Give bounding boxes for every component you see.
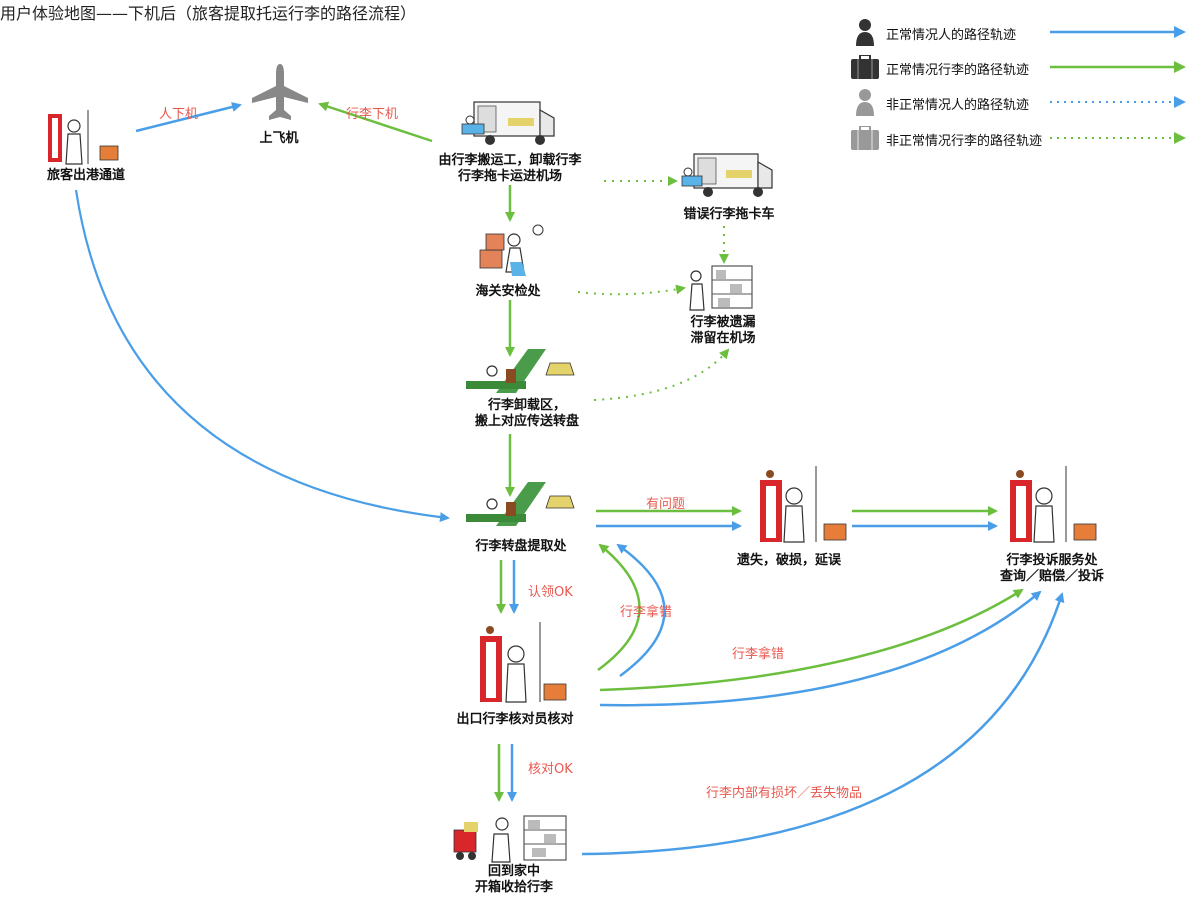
edge-label-person-off: 人下机 [159,107,199,122]
unload-area-illustration [466,349,575,393]
exit-passage-illustration [48,110,119,165]
person-icon [856,19,874,46]
node-exit-passage: 旅客出港通道 [46,168,126,183]
shelf-illustration [689,265,753,311]
node-unload-area: 行李卸载区， 搬上对应传送转盘 [475,398,579,430]
edge-person-off [135,102,242,133]
legend-label: 正常情况人的路径轨迹 [886,28,1017,43]
node-check: 出口行李核对员核对 [456,712,574,727]
node-complaint-line2: 查询／赔偿／投诉 [999,569,1105,584]
plane-icon [252,64,308,120]
node-wrong-truck: 错误行李拖卡车 [683,207,775,222]
legend-label: 非正常情况行李的路径轨迹 [886,134,1043,149]
edge-customs-to-left [577,284,686,296]
check-desk-illustration [480,622,567,703]
legend-item-person-normal: 正常情况人的路径轨迹 [848,18,1188,46]
edge-passage-to-carousel [74,189,450,523]
solid-green-arrow-icon [1050,61,1186,73]
node-home-line2: 开箱收拾行李 [474,880,554,895]
node-left-line1: 行李被遗漏 [690,315,756,330]
edge-check-to-complaint-green [599,588,1024,692]
edge-label-damage: 行李内部有损坏／丢失物品 [706,786,863,801]
legend-label: 正常情况行李的路径轨迹 [886,63,1030,78]
node-unload-area-line1: 行李卸载区， [487,398,567,413]
edge-home-to-complaint [581,592,1065,856]
node-left-line2: 滞留在机场 [690,331,756,346]
edge-luggage-off [318,101,433,143]
node-left-behind: 行李被遗漏 滞留在机场 [690,315,755,347]
node-home-line1: 回到家中 [487,864,541,879]
luggage-icon-gray [851,126,879,150]
edge-label-luggage-off: 行李下机 [346,107,399,122]
node-carousel: 行李转盘提取处 [475,539,567,554]
carousel-illustration [466,482,575,526]
legend-item-luggage-abnormal: 非正常情况行李的路径轨迹 [848,124,1188,152]
dotted-blue-arrow-icon [1050,96,1186,108]
dotted-green-arrow-icon [1050,132,1186,144]
edge-check-to-carousel-green [597,543,641,672]
lost-desk-illustration [760,466,847,543]
legend-item-person-abnormal: 非正常情况人的路径轨迹 [848,88,1188,116]
node-complaint: 行李投诉服务处 查询／赔偿／投诉 [1000,553,1104,585]
node-lost: 遗失，破损，延误 [736,553,842,568]
luggage-icon [851,55,879,79]
customs-illustration [479,224,544,276]
node-home: 回到家中 开箱收拾行李 [475,864,553,896]
page-title: 用户体验地图——下机后（旅客提取托运行李的路径流程） [0,4,417,23]
edge-label-check-ok: 核对OK [528,762,573,777]
edge-area-to-left [593,348,730,401]
edge-check-to-carousel-blue [616,543,666,678]
solid-blue-arrow-icon [1050,26,1186,38]
baggage-truck-illustration [461,101,555,145]
node-customs: 海关安检处 [475,284,541,299]
node-unload-line1: 由行李搬运工，卸载行李 [438,153,582,168]
edge-label-claim-ok: 认领OK [528,585,573,600]
node-plane: 上飞机 [259,131,299,146]
home-illustration [453,815,567,863]
node-complaint-line1: 行李投诉服务处 [1006,553,1098,568]
edge-label-problem: 有问题 [646,497,686,512]
node-unload: 由行李搬运工，卸载行李 行李拖卡运进机场 [438,153,581,185]
node-unload-area-line2: 搬上对应传送转盘 [474,414,580,429]
edge-label-wrong-take-1: 行李拿错 [620,605,673,620]
wrong-truck-illustration [681,153,773,197]
complaint-desk-illustration [1010,466,1097,543]
legend-label: 非正常情况人的路径轨迹 [886,98,1030,113]
edge-check-to-complaint-blue [599,590,1042,707]
person-icon-gray [856,89,874,116]
node-unload-line2: 行李拖卡运进机场 [457,169,563,184]
legend-item-luggage-normal: 正常情况行李的路径轨迹 [848,53,1188,81]
edge-label-wrong-take-2: 行李拿错 [732,647,785,662]
